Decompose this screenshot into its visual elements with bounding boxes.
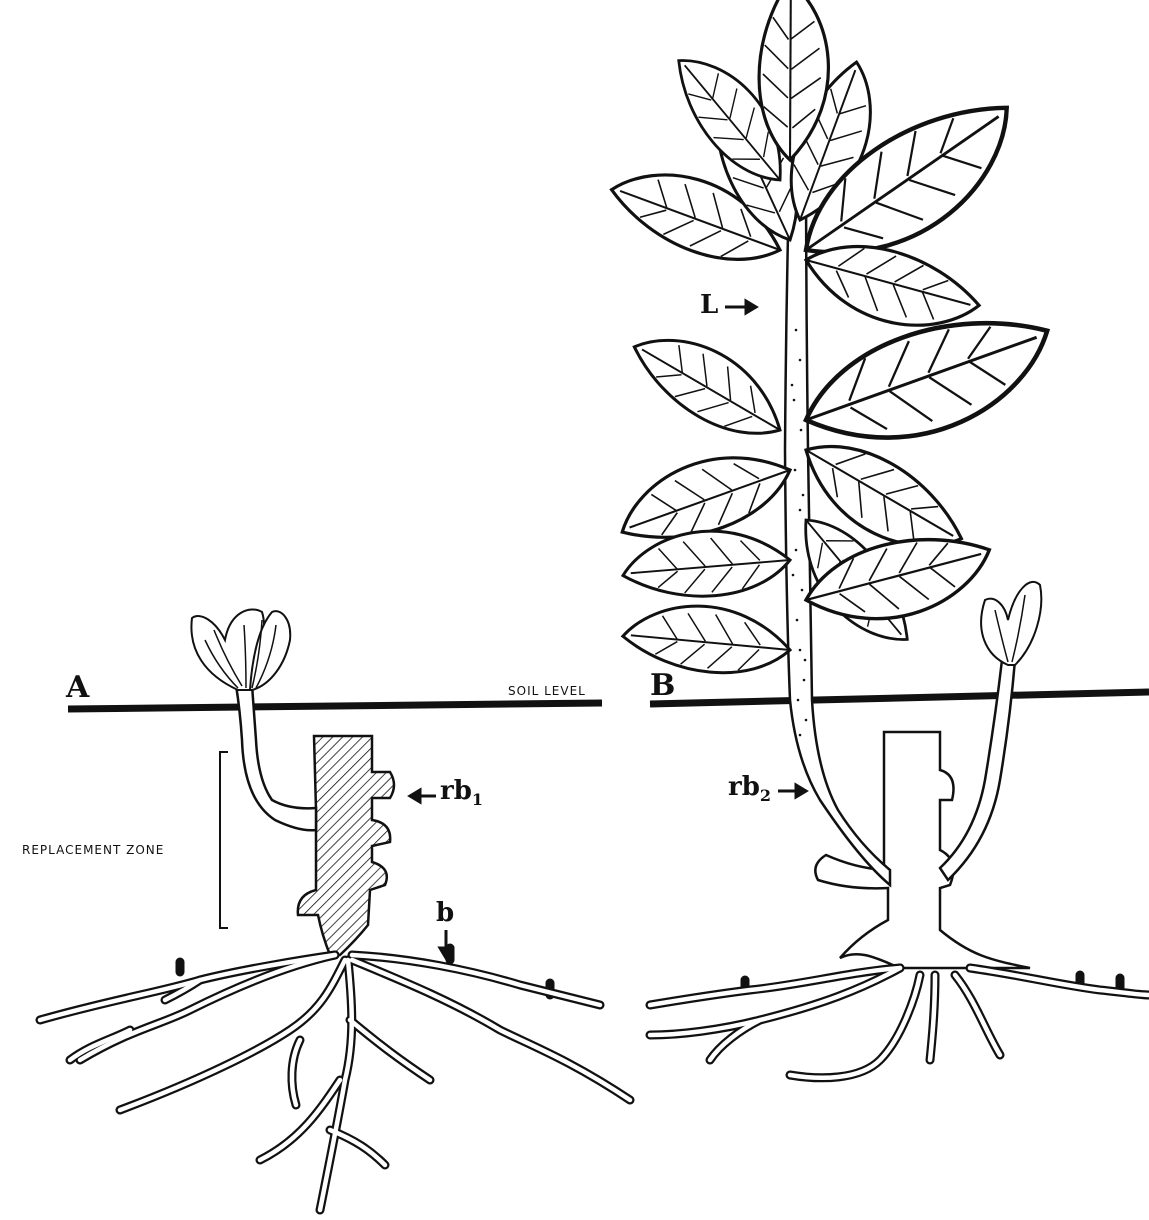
panel-a-letter: A [66, 670, 89, 705]
panel-b-letter: B [650, 668, 675, 703]
l-label: L [700, 290, 718, 320]
rb2-label: rb2 [728, 772, 771, 805]
l-arrow [725, 301, 756, 313]
rb1-arrow [410, 790, 436, 802]
shoot-bud-a [191, 609, 290, 690]
panel-b [604, 0, 1149, 1078]
replacement-zone-label: REPLACEMENT ZONE [22, 843, 164, 857]
replacement-zone-bracket [220, 752, 228, 928]
soil-line-b [650, 692, 1149, 704]
shoot-bud-b [981, 582, 1041, 665]
soil-line-a [68, 703, 602, 709]
rb1-subscript: 1 [472, 790, 483, 809]
soil-level-label: SOIL LEVEL [508, 684, 586, 698]
rb2-main: rb [728, 772, 760, 802]
rb2-subscript: 2 [760, 786, 771, 805]
rb2-arrow [778, 785, 806, 797]
leaves-b [604, 0, 1061, 693]
panel-a [40, 609, 630, 1210]
b-label: b [436, 898, 454, 928]
rb1-label: rb1 [440, 776, 483, 809]
old-rhizome-hatched [298, 736, 394, 955]
roots-a [40, 948, 630, 1210]
rb1-main: rb [440, 776, 472, 806]
